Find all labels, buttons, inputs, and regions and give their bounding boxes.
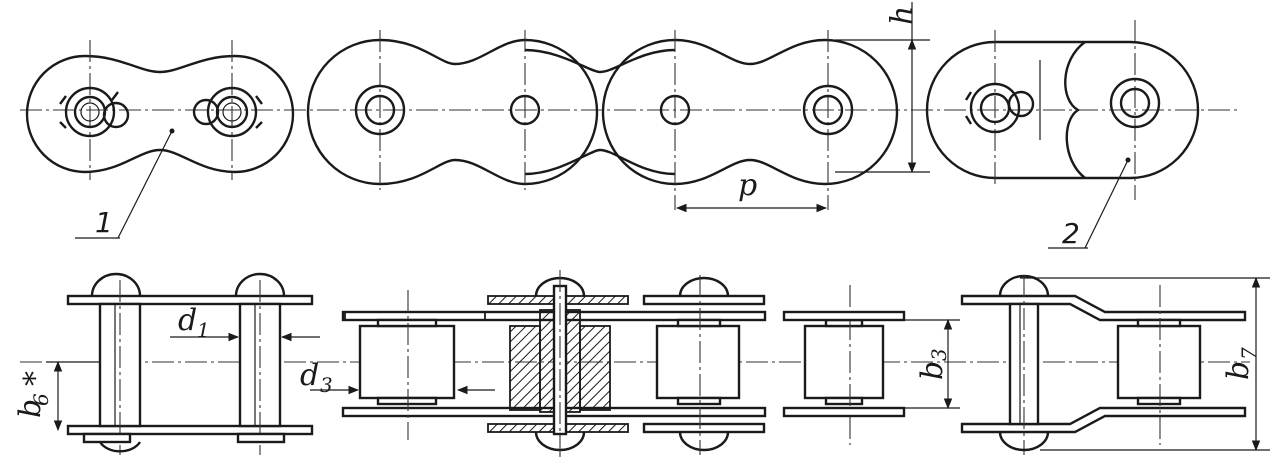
connecting-link-front-view [25, 40, 295, 180]
leader-part-2 [1048, 159, 1129, 249]
dimension-h [835, 2, 930, 174]
label-p: p [738, 168, 757, 203]
connecting-link-plan-view [66, 272, 314, 455]
leader-part-1 [75, 130, 173, 239]
label-b7: b [1221, 361, 1256, 380]
dimension-b7 [1020, 276, 1270, 452]
label-d3: d [300, 358, 319, 393]
label-b7-sub: 7 [1237, 347, 1261, 360]
chain-links-front-view [306, 30, 899, 210]
label-b6: b [13, 399, 48, 418]
label-b6-sub: 6 [29, 393, 53, 406]
label-b3-sub: 3 [927, 348, 951, 361]
label-b6-mark: * [18, 371, 53, 386]
label-d1: d [178, 303, 197, 338]
label-b3: b [915, 361, 950, 380]
label-d3-sub: 3 [320, 373, 333, 397]
offset-link-front-view [925, 20, 1200, 200]
label-h: h [885, 6, 920, 25]
offset-link-plan-view [960, 274, 1247, 455]
dimension-b6 [46, 360, 100, 432]
dimension-b3 [905, 318, 960, 410]
chain-plan-view [341, 270, 906, 460]
label-part-1: 1 [95, 206, 113, 239]
label-d1-sub: 1 [197, 318, 210, 342]
label-part-2: 2 [1062, 217, 1080, 250]
